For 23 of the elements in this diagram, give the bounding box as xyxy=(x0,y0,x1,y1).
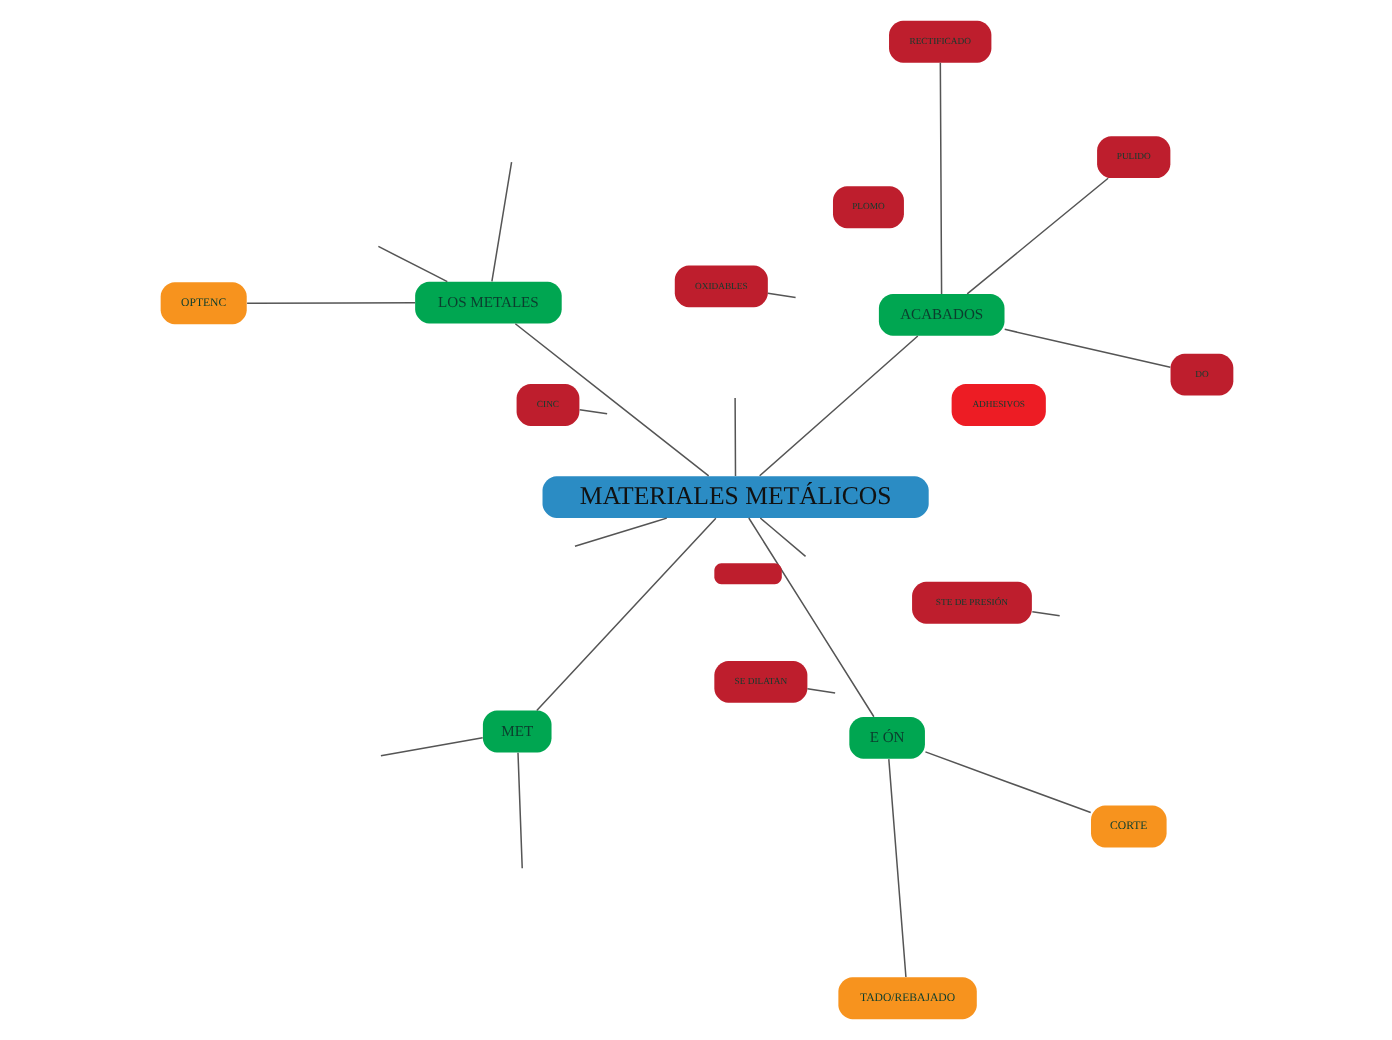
connector xyxy=(733,397,736,477)
connector xyxy=(1030,611,1060,617)
connector xyxy=(747,517,874,718)
connector xyxy=(1002,328,1171,369)
connector xyxy=(923,751,1091,814)
node-box xyxy=(713,563,781,585)
connector xyxy=(758,517,806,558)
connector xyxy=(535,517,716,712)
connector xyxy=(577,408,607,415)
connector xyxy=(513,323,709,477)
connector xyxy=(490,161,512,283)
connector xyxy=(805,688,835,694)
connector xyxy=(887,758,906,978)
connector xyxy=(245,302,415,304)
node-box: MATERIALES METÁLICOS xyxy=(541,476,928,518)
connector xyxy=(379,736,483,757)
connector xyxy=(766,292,796,299)
connector xyxy=(757,335,918,477)
connector xyxy=(516,751,522,869)
connector xyxy=(376,245,448,283)
connector xyxy=(573,517,667,547)
connector xyxy=(965,177,1108,295)
connector xyxy=(938,62,942,295)
